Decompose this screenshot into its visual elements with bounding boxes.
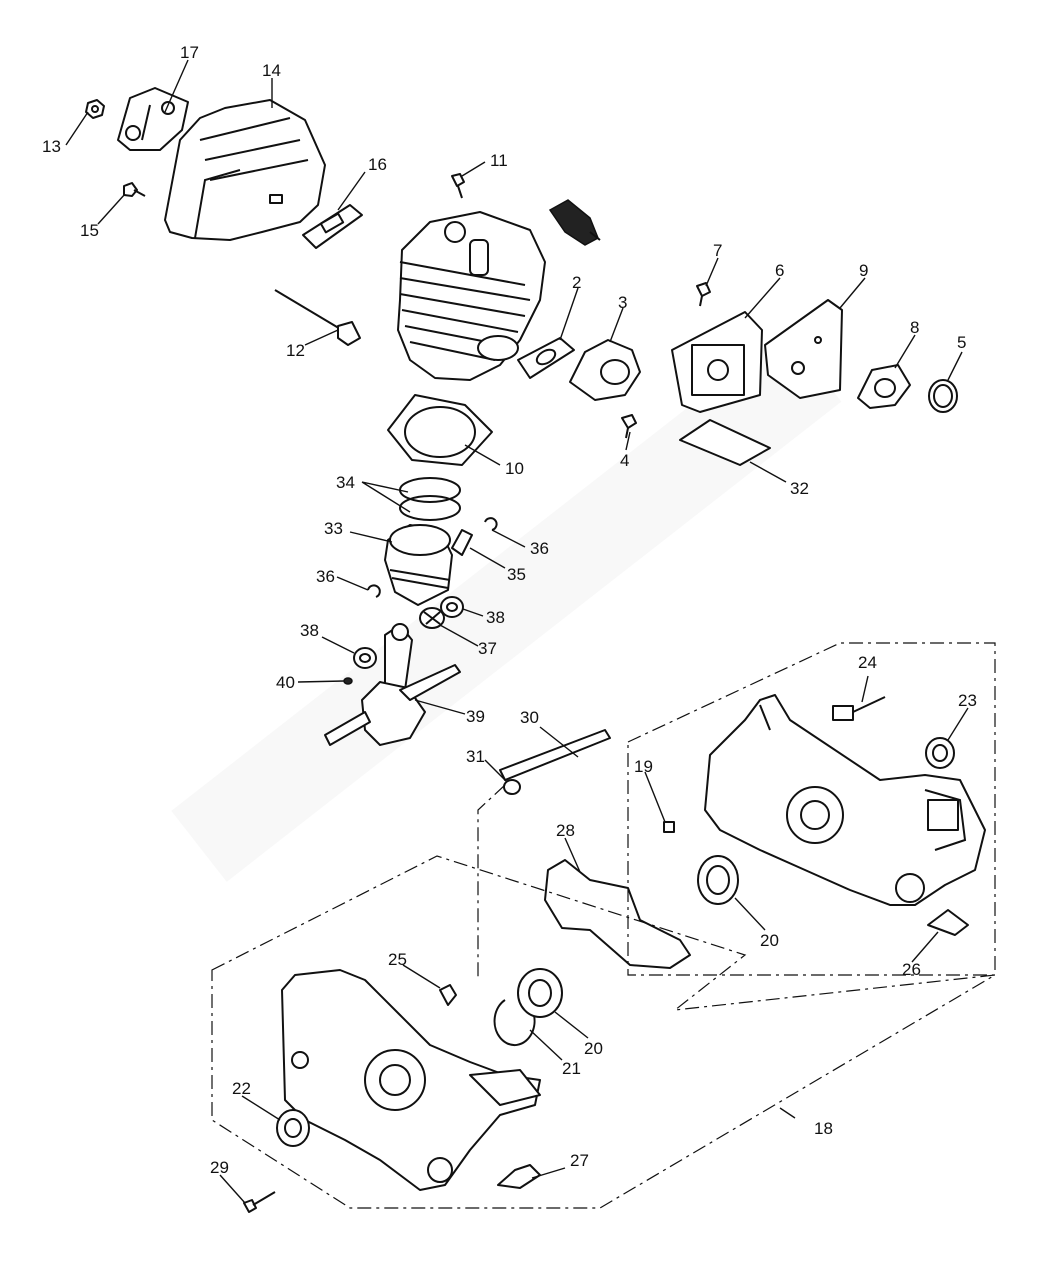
part-number-labels: 17 14 13 15 16 11 12 2 3 4 7 6 9 8 5 32 … — [42, 43, 977, 1177]
crankcase-screw — [243, 1191, 276, 1213]
watermark — [171, 330, 842, 882]
label-40: 40 — [276, 673, 295, 692]
label-5: 5 — [957, 333, 966, 352]
piston-rings — [399, 477, 461, 521]
oil-tube — [499, 729, 611, 781]
bottom-bracket-left — [497, 1164, 541, 1189]
label-20b: 20 — [584, 1039, 603, 1058]
decompression-valve — [548, 199, 601, 246]
sleeve-ring — [928, 379, 958, 413]
muffler — [164, 99, 326, 241]
label-2: 2 — [572, 273, 581, 292]
bracket-screw — [696, 282, 711, 307]
label-36b: 36 — [316, 567, 335, 586]
muffler-bolt — [123, 182, 146, 197]
crankshaft — [324, 623, 461, 746]
insulator-plate — [764, 299, 843, 399]
label-3: 3 — [618, 293, 627, 312]
label-35: 35 — [507, 565, 526, 584]
label-10: 10 — [505, 459, 524, 478]
label-39: 39 — [466, 707, 485, 726]
crankcase-left — [281, 969, 541, 1191]
label-28: 28 — [556, 821, 575, 840]
label-33: 33 — [324, 519, 343, 538]
piston-pin — [451, 529, 473, 556]
label-21: 21 — [562, 1059, 581, 1078]
left-oil-seal — [276, 1109, 310, 1147]
label-37: 37 — [478, 639, 497, 658]
right-oil-seal — [925, 737, 955, 769]
label-24: 24 — [858, 653, 877, 672]
label-14: 14 — [262, 61, 281, 80]
crankcase-gasket — [544, 859, 691, 969]
main-bearing-left — [517, 968, 563, 1018]
nut — [85, 99, 105, 119]
label-9: 9 — [859, 261, 868, 280]
label-16: 16 — [368, 155, 387, 174]
o-ring — [503, 779, 521, 795]
label-4: 4 — [620, 451, 629, 470]
piston — [384, 524, 453, 606]
intake-gasket — [517, 337, 575, 379]
dowel-pin — [663, 821, 675, 833]
muffler-gasket — [302, 204, 363, 249]
label-26: 26 — [902, 960, 921, 979]
intake-manifold — [569, 339, 641, 401]
label-17: 17 — [180, 43, 199, 62]
circlip-upper — [484, 517, 498, 531]
label-18: 18 — [814, 1119, 833, 1138]
label-7: 7 — [713, 241, 722, 260]
leader-lines — [65, 59, 969, 1204]
label-32: 32 — [790, 479, 809, 498]
label-31: 31 — [466, 747, 485, 766]
label-30: 30 — [520, 708, 539, 727]
manifold-screw — [621, 414, 637, 439]
crankcase-left-group-outline — [211, 855, 996, 1209]
label-12: 12 — [286, 341, 305, 360]
oil-tube-dashed-line — [477, 784, 506, 980]
label-23: 23 — [958, 691, 977, 710]
label-25: 25 — [388, 950, 407, 969]
label-13: 13 — [42, 137, 61, 156]
crankcase-bolt — [832, 696, 886, 721]
thrust-washer-upper — [440, 596, 464, 618]
label-19: 19 — [634, 757, 653, 776]
woodruff-key — [343, 677, 353, 685]
muffler-plate — [117, 87, 189, 151]
bottom-bracket-right — [927, 909, 969, 936]
cylinder — [397, 211, 546, 381]
long-bolt — [274, 289, 361, 346]
label-6: 6 — [775, 261, 784, 280]
label-29: 29 — [210, 1158, 229, 1177]
cylinder-screw — [451, 173, 465, 199]
label-38a: 38 — [486, 608, 505, 627]
label-34: 34 — [336, 473, 355, 492]
carburetor-bracket — [671, 311, 763, 413]
impulse-nipple — [439, 984, 457, 1006]
label-22: 22 — [232, 1079, 251, 1098]
label-11: 11 — [490, 151, 508, 170]
needle-bearing — [419, 607, 445, 629]
carburetor-gasket — [679, 419, 771, 466]
label-8: 8 — [910, 318, 919, 337]
label-38b: 38 — [300, 621, 319, 640]
flange — [857, 364, 911, 409]
label-27: 27 — [570, 1151, 589, 1170]
circlip-lower — [367, 584, 381, 598]
main-bearing-right — [697, 855, 739, 905]
cylinder-base-gasket — [387, 394, 493, 466]
thrust-washer-lower — [353, 647, 377, 669]
crankcase-right — [704, 694, 986, 906]
crankcase-right-group-outline — [627, 642, 996, 976]
label-20a: 20 — [760, 931, 779, 950]
label-36a: 36 — [530, 539, 549, 558]
label-15: 15 — [80, 221, 99, 240]
